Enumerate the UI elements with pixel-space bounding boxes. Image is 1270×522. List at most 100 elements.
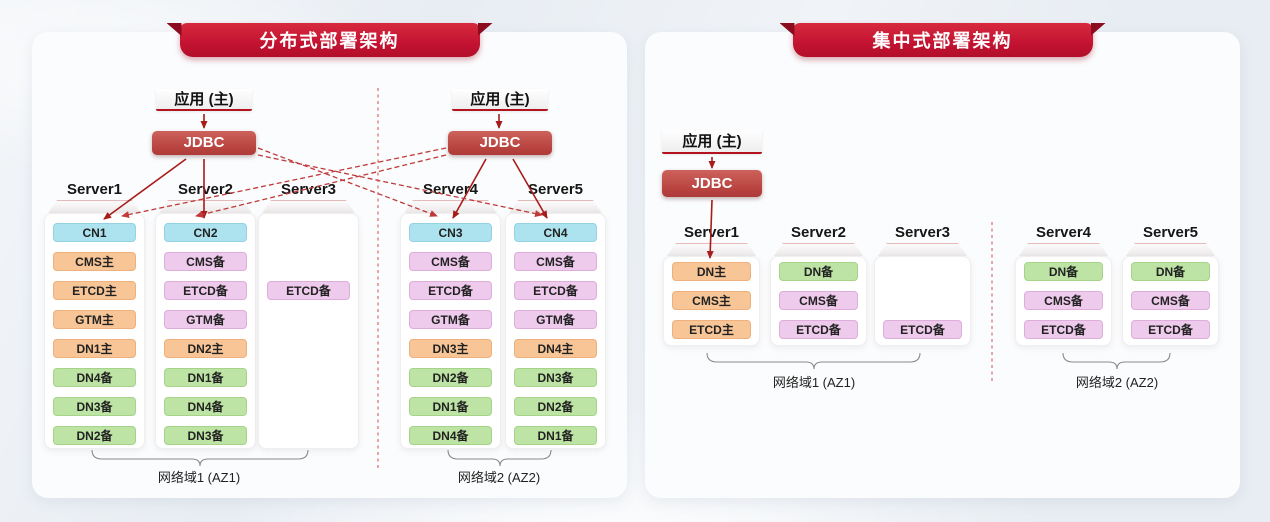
server-body: CN4 CMS备 ETCD备 GTM备 DN4主 DN3备 DN2备 DN1备 xyxy=(505,213,606,449)
node: CN2 xyxy=(164,223,247,242)
panel-centralized: 集中式部署架构 应用 (主) JDBC Server1 DN主 CMS主 ETC… xyxy=(645,23,1240,498)
server-name: Server3 xyxy=(280,181,337,198)
node: DN备 xyxy=(1024,262,1103,281)
app-box: 应用 (主) xyxy=(452,89,548,111)
node: DN2备 xyxy=(53,426,136,445)
node: GTM备 xyxy=(164,310,247,329)
node: DN4备 xyxy=(53,368,136,387)
node: ETCD备 xyxy=(409,281,492,300)
panel-title: 分布式部署架构 xyxy=(259,31,400,51)
node: DN2备 xyxy=(514,397,597,416)
app-group-1: 应用 (主) JDBC xyxy=(152,89,256,155)
node: ETCD备 xyxy=(514,281,597,300)
node: GTM备 xyxy=(514,310,597,329)
node: DN3备 xyxy=(164,426,247,445)
node: CMS备 xyxy=(164,252,247,271)
server-name: Server2 xyxy=(790,224,847,241)
ribbon-fold-right xyxy=(477,23,493,36)
server-body: CN2 CMS备 ETCD备 GTM备 DN2主 DN1备 DN4备 DN3备 xyxy=(155,213,256,449)
server-name: Server5 xyxy=(527,181,584,198)
node: DN1主 xyxy=(53,339,136,358)
server-column-server2: Server2 DN备 CMS备 ETCD备 xyxy=(770,224,867,346)
server-tab xyxy=(774,243,863,256)
node: CMS主 xyxy=(672,291,751,310)
node: DN3备 xyxy=(514,368,597,387)
server-body: CN1 CMS主 ETCD主 GTM主 DN1主 DN4备 DN3备 DN2备 xyxy=(44,213,145,449)
server-column-server4: Server4 CN3 CMS备 ETCD备 GTM备 DN3主 DN2备 DN… xyxy=(400,181,501,449)
app-box: 应用 (主) xyxy=(156,89,252,111)
node: DN4主 xyxy=(514,339,597,358)
server-column-server5: Server5 CN4 CMS备 ETCD备 GTM备 DN4主 DN3备 DN… xyxy=(505,181,606,449)
server-column-server4: Server4 DN备 CMS备 ETCD备 xyxy=(1015,224,1112,346)
node: CN1 xyxy=(53,223,136,242)
node: GTM主 xyxy=(53,310,136,329)
node: DN3备 xyxy=(53,397,136,416)
panel-distributed: 分布式部署架构 应用 (主) JDBC 应用 (主) JDBC Server1 … xyxy=(32,23,627,498)
node: ETCD备 xyxy=(1024,320,1103,339)
ribbon-fold-right xyxy=(1090,23,1106,36)
server-body: DN备 CMS备 ETCD备 xyxy=(770,256,867,346)
node: DN4备 xyxy=(409,426,492,445)
server-tab xyxy=(509,200,602,213)
jdbc-box: JDBC xyxy=(152,131,256,155)
node: CN4 xyxy=(514,223,597,242)
server-name: Server4 xyxy=(1035,224,1092,241)
server-name: Server4 xyxy=(422,181,479,198)
server-body: DN备 CMS备 ETCD备 xyxy=(1015,256,1112,346)
ribbon-fold-left xyxy=(166,23,182,36)
node: DN2备 xyxy=(409,368,492,387)
server-name: Server3 xyxy=(894,224,951,241)
node: ETCD备 xyxy=(267,281,350,300)
jdbc-box: JDBC xyxy=(662,170,762,197)
server-body: DN备 CMS备 ETCD备 xyxy=(1122,256,1219,346)
server-name: Server5 xyxy=(1142,224,1199,241)
server-tab xyxy=(667,243,756,256)
server-tab xyxy=(262,200,355,213)
node: GTM备 xyxy=(409,310,492,329)
server-name: Server1 xyxy=(66,181,123,198)
node: DN1备 xyxy=(164,368,247,387)
node: CMS备 xyxy=(1024,291,1103,310)
server-body: ETCD备 xyxy=(258,213,359,449)
app-box: 应用 (主) xyxy=(662,130,762,154)
zone-label-az2: 网络域2 (AZ2) xyxy=(457,470,541,485)
server-column-server1: Server1 CN1 CMS主 ETCD主 GTM主 DN1主 DN4备 DN… xyxy=(44,181,145,449)
node: CMS备 xyxy=(409,252,492,271)
node: DN备 xyxy=(1131,262,1210,281)
node: ETCD备 xyxy=(1131,320,1210,339)
server-tab xyxy=(159,200,252,213)
node: CMS主 xyxy=(53,252,136,271)
server-body: ETCD备 xyxy=(874,256,971,346)
server-column-server1: Server1 DN主 CMS主 ETCD主 xyxy=(663,224,760,346)
app-group-2: 应用 (主) JDBC xyxy=(448,89,552,155)
node: DN备 xyxy=(779,262,858,281)
panel-title: 集中式部署架构 xyxy=(872,31,1013,51)
server-column-server5: Server5 DN备 CMS备 ETCD备 xyxy=(1122,224,1219,346)
server-name: Server2 xyxy=(177,181,234,198)
server-body: DN主 CMS主 ETCD主 xyxy=(663,256,760,346)
server-tab xyxy=(48,200,141,213)
node: DN1备 xyxy=(514,426,597,445)
node: ETCD主 xyxy=(53,281,136,300)
server-tab xyxy=(878,243,967,256)
zone-label-az2: 网络域2 (AZ2) xyxy=(1075,375,1159,390)
node: DN2主 xyxy=(164,339,247,358)
node: CMS备 xyxy=(514,252,597,271)
node: ETCD备 xyxy=(883,320,962,339)
node: ETCD备 xyxy=(164,281,247,300)
node: DN3主 xyxy=(409,339,492,358)
node: DN1备 xyxy=(409,397,492,416)
server-column-server3: Server3 ETCD备 xyxy=(874,224,971,346)
node: ETCD主 xyxy=(672,320,751,339)
ribbon-title-distributed: 分布式部署架构 xyxy=(166,23,493,57)
ribbon-title-centralized: 集中式部署架构 xyxy=(779,23,1106,57)
node: DN主 xyxy=(672,262,751,281)
node: ETCD备 xyxy=(779,320,858,339)
zone-label-az1: 网络域1 (AZ1) xyxy=(772,375,856,390)
server-body: CN3 CMS备 ETCD备 GTM备 DN3主 DN2备 DN1备 DN4备 xyxy=(400,213,501,449)
server-tab xyxy=(404,200,497,213)
server-name: Server1 xyxy=(683,224,740,241)
server-column-server2: Server2 CN2 CMS备 ETCD备 GTM备 DN2主 DN1备 DN… xyxy=(155,181,256,449)
server-column-server3: Server3 ETCD备 xyxy=(258,181,359,449)
jdbc-box: JDBC xyxy=(448,131,552,155)
